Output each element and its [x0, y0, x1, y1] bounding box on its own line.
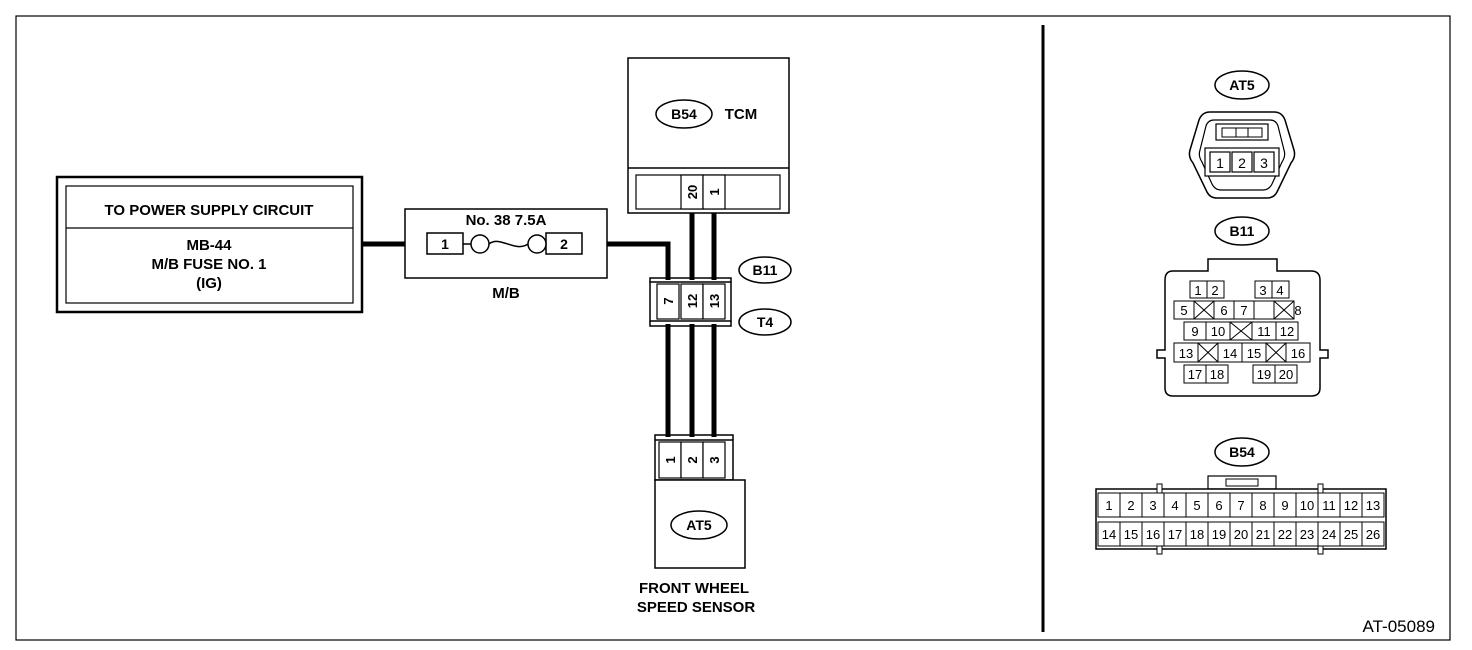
b54-pin-cell [1361, 492, 1385, 518]
b54-pin-15: 15 [1124, 527, 1138, 542]
b54-pin-24: 24 [1322, 527, 1336, 542]
fuse-pin-right: 2 [560, 236, 568, 252]
joint-label-b11: B11 [753, 262, 778, 278]
figure-id: AT-05089 [1363, 617, 1435, 636]
joint-connector: 7 12 13 B11 T4 [649, 256, 792, 336]
mb-label: M/B [492, 285, 520, 302]
sensor-connector-label: AT5 [686, 517, 712, 533]
b54-pin-cell [1361, 521, 1385, 547]
power-supply-title: TO POWER SUPPLY CIRCUIT [105, 202, 314, 219]
b11-face-label: B11 [1230, 223, 1255, 239]
b54-pin-17: 17 [1168, 527, 1182, 542]
b54-pin-10: 10 [1300, 498, 1314, 513]
at5-face-label: AT5 [1229, 77, 1255, 93]
sensor-pin-2: 2 [685, 456, 700, 463]
b11-pin-2: 2 [1211, 283, 1218, 298]
at5-pin-1: 1 [1216, 155, 1224, 171]
sensor-pin-3: 3 [707, 456, 722, 463]
b54-pin-6: 6 [1215, 498, 1222, 513]
b54-pin-1: 1 [1105, 498, 1112, 513]
fuse-label: No. 38 7.5A [466, 212, 547, 229]
b11-pin-19: 19 [1257, 367, 1271, 382]
b11-pin-13: 13 [1179, 346, 1193, 361]
b54-pin-26: 26 [1366, 527, 1380, 542]
b54-pin-8: 8 [1259, 498, 1266, 513]
b54-pin-12: 12 [1344, 498, 1358, 513]
power-supply-box: TO POWER SUPPLY CIRCUIT MB-44 M/B FUSE N… [55, 175, 364, 314]
fuse-pin-left: 1 [441, 236, 449, 252]
b11-pin-4: 4 [1276, 283, 1283, 298]
b54-pin-9: 9 [1281, 498, 1288, 513]
power-supply-line3: (IG) [196, 275, 222, 292]
outer-frame [15, 15, 1451, 641]
b11-pin-17: 17 [1188, 367, 1202, 382]
b54-pin-19: 19 [1212, 527, 1226, 542]
joint-pin-13: 13 [707, 294, 722, 308]
tcm-connector-label: B54 [671, 106, 697, 122]
b54-pin-7: 7 [1237, 498, 1244, 513]
wires [362, 212, 717, 437]
b11-pin-3: 3 [1259, 283, 1266, 298]
connector-b11-face: B11 1 2 3 [1156, 216, 1329, 397]
b54-pin-16: 16 [1146, 527, 1160, 542]
tcm-pin-20: 20 [685, 185, 700, 199]
power-supply-line2: M/B FUSE NO. 1 [151, 256, 266, 273]
b54-pin-18: 18 [1190, 527, 1204, 542]
b54-pin-20: 20 [1234, 527, 1248, 542]
joint-pin-12: 12 [685, 294, 700, 308]
speed-sensor: 1 2 3 AT5 FRONT WHEEL SPEED SENSOR [637, 434, 756, 616]
b11-pin-1: 1 [1194, 283, 1201, 298]
b11-pin-18: 18 [1210, 367, 1224, 382]
b54-pin-2: 2 [1127, 498, 1134, 513]
b11-pin-9: 9 [1191, 324, 1198, 339]
b54-pin-21: 21 [1256, 527, 1270, 542]
b54-pin-14: 14 [1102, 527, 1116, 542]
joint-pin-7: 7 [661, 297, 676, 304]
b11-pin-6: 6 [1220, 303, 1227, 318]
tcm-pin-1: 1 [707, 188, 722, 195]
b11-pin-7: 7 [1240, 303, 1247, 318]
b54-pin-11: 11 [1322, 498, 1336, 513]
connector-at5-face: AT5 1 2 3 [1188, 70, 1296, 199]
b11-pin-20: 20 [1279, 367, 1293, 382]
b54-pin-5: 5 [1193, 498, 1200, 513]
b11-pin-8: 8 [1294, 303, 1301, 318]
sensor-name-line2: SPEED SENSOR [637, 599, 756, 616]
b11-pin-15: 15 [1247, 346, 1261, 361]
b11-pin-10: 10 [1211, 324, 1225, 339]
b54-pin-25: 25 [1344, 527, 1358, 542]
fuse-box: No. 38 7.5A 1 2 M/B [404, 208, 608, 302]
b11-pin-16: 16 [1291, 346, 1305, 361]
b54-face-label: B54 [1229, 444, 1255, 460]
b11-pin-14: 14 [1223, 346, 1237, 361]
tcm-name: TCM [725, 106, 758, 123]
b54-pin-22: 22 [1278, 527, 1292, 542]
power-supply-line1: MB-44 [186, 237, 232, 254]
sensor-name-line1: FRONT WHEEL [639, 580, 749, 597]
b11-pin-12: 12 [1280, 324, 1294, 339]
b54-pin-23: 23 [1300, 527, 1314, 542]
b54-pin-3: 3 [1149, 498, 1156, 513]
tcm-module: B54 TCM 20 1 [627, 57, 790, 214]
b11-pin-5: 5 [1180, 303, 1187, 318]
b54-pin-4: 4 [1171, 498, 1178, 513]
at5-pin-3: 3 [1260, 155, 1268, 171]
joint-label-t4: T4 [757, 314, 774, 330]
at5-pin-2: 2 [1238, 155, 1246, 171]
sensor-pin-1: 1 [663, 456, 678, 463]
b11-pin-11: 11 [1257, 324, 1271, 339]
b54-pin-13: 13 [1366, 498, 1380, 513]
